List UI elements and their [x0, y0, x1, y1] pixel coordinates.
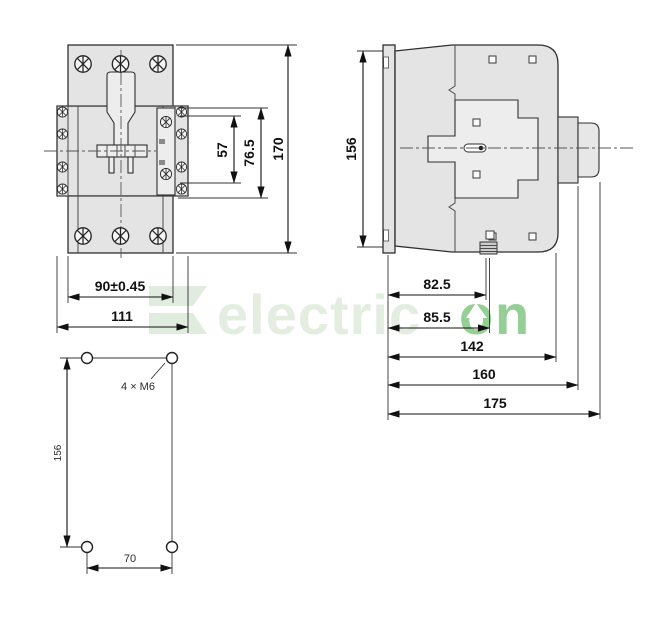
- mounting-hole: [165, 540, 179, 554]
- dim-mount-horizontal: 70: [124, 553, 136, 565]
- watermark-logo-icon: [149, 313, 207, 334]
- watermark-text: electric: [217, 283, 421, 346]
- dim-side-height: 156: [343, 137, 359, 161]
- mounting-flange: [382, 44, 396, 254]
- screw-icon: [111, 55, 130, 73]
- screw-icon: [159, 115, 173, 129]
- watermark: electric o n: [149, 283, 530, 346]
- coil-terminal-step: [557, 116, 579, 184]
- screw-icon: [111, 227, 130, 245]
- dim-side-b: 85.5: [423, 309, 450, 325]
- plunger: [106, 71, 136, 146]
- watermark-logo-icon: [149, 286, 207, 306]
- side-view-dimensions: 156 82.5 85.5 142 160 175: [343, 50, 601, 420]
- dim-mount-vertical: 156: [53, 444, 64, 461]
- screw-icon: [149, 55, 167, 73]
- dim-side-a: 82.5: [423, 276, 450, 292]
- coil-terminal: [577, 122, 600, 178]
- watermark-arrow-icon: [466, 303, 487, 327]
- screw-icon: [176, 161, 187, 173]
- screw-icon: [149, 227, 167, 245]
- contactor-front-view: [44, 44, 189, 258]
- screw-icon: [57, 106, 68, 118]
- screw-icon: [74, 227, 92, 245]
- dim-side-c: 142: [460, 338, 484, 354]
- dim-front-height: 170: [270, 137, 286, 161]
- mounting-hole: [165, 351, 179, 365]
- dim-front-width: 111: [111, 308, 133, 324]
- mounting-hole: [80, 540, 94, 554]
- contactor-side-view: [382, 44, 636, 255]
- screw-icon: [57, 183, 68, 195]
- dim-contact-span: 57: [214, 142, 230, 158]
- screw-icon: [176, 128, 187, 140]
- screw-icon: [159, 167, 173, 181]
- mounting-hole-view: 4 × M6 156 70: [53, 351, 179, 574]
- mounting-hole: [80, 351, 94, 365]
- screw-icon: [74, 55, 92, 73]
- screw-icon: [57, 161, 68, 173]
- screw-icon: [57, 128, 68, 140]
- dim-side-depth: 175: [483, 395, 507, 411]
- hole-size-label: 4 × M6: [121, 381, 155, 393]
- front-view-dimensions: 57 76.5 170 90±0.45 111: [56, 44, 297, 333]
- watermark-letter-n: n: [495, 283, 530, 346]
- dim-aux-span: 76.5: [241, 139, 257, 166]
- dim-mount-width: 90±0.45: [95, 278, 146, 294]
- screw-icon: [176, 183, 187, 195]
- dim-side-d: 160: [472, 366, 496, 382]
